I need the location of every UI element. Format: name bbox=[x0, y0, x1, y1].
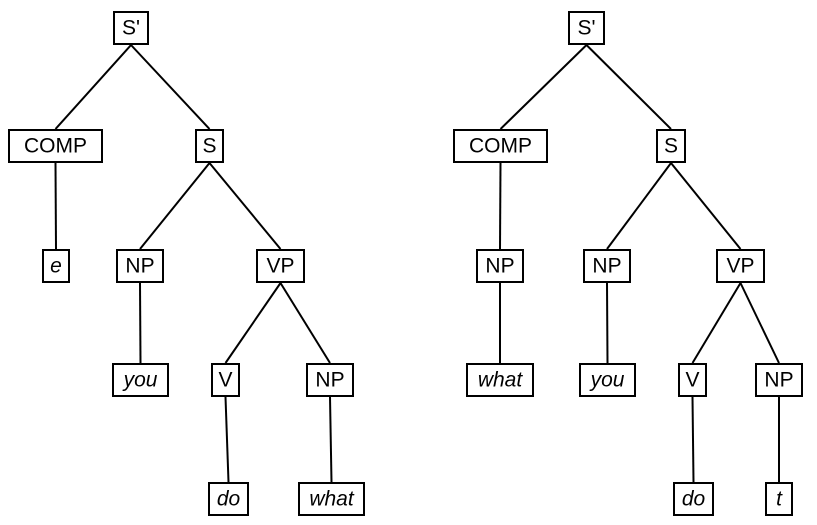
node-box-L-NP1 bbox=[116, 249, 164, 283]
tree-node-L-VP: VP bbox=[256, 249, 305, 283]
tree-node-R-V: V bbox=[678, 363, 707, 397]
node-label-L-e: e bbox=[50, 255, 62, 278]
tree-node-R-you: you bbox=[579, 363, 636, 397]
tree-edge-R-VP-to-R-NP2 bbox=[739, 282, 780, 364]
tree-edge-R-S-to-R-NP1 bbox=[606, 162, 672, 250]
node-label-R-you: you bbox=[589, 369, 625, 392]
node-label-R-V: V bbox=[685, 369, 699, 392]
tree-node-R-S: S bbox=[656, 129, 686, 163]
surface-structure-tree-nodes: S' COMP S NP NP VP what you V NP do t bbox=[453, 11, 803, 516]
node-box-R-S bbox=[656, 129, 686, 163]
tree-edge-L-Sbar-to-L-S bbox=[130, 44, 211, 130]
tree-edge-R-NP1-to-R-you bbox=[606, 282, 609, 364]
node-label-L-COMP: COMP bbox=[24, 135, 87, 158]
node-box-R-Sbar bbox=[568, 11, 605, 45]
tree-node-L-Sbar: S' bbox=[113, 11, 149, 45]
node-box-R-NP1 bbox=[583, 249, 631, 283]
tree-edge-L-NP2-to-L-what bbox=[329, 396, 333, 483]
node-label-L-you: you bbox=[122, 369, 158, 392]
node-label-R-do: do bbox=[682, 488, 706, 511]
tree-node-R-NP1: NP bbox=[583, 249, 631, 283]
node-box-R-do bbox=[673, 482, 714, 516]
node-label-L-NP1: NP bbox=[125, 255, 154, 278]
node-box-R-t bbox=[765, 482, 793, 516]
node-label-L-what: what bbox=[309, 488, 355, 511]
node-label-R-NP2: NP bbox=[764, 369, 793, 392]
tree-edge-L-COMP-to-L-e bbox=[54, 162, 57, 250]
tree-node-L-S: S bbox=[195, 129, 224, 163]
tree-edge-R-Sbar-to-R-COMP bbox=[499, 44, 588, 130]
node-box-L-S bbox=[195, 129, 224, 163]
tree-node-R-NP2: NP bbox=[755, 363, 803, 397]
tree-node-R-NP0: NP bbox=[476, 249, 524, 283]
deep-structure-tree-edges bbox=[54, 44, 333, 483]
node-box-R-you bbox=[579, 363, 636, 397]
node-box-L-e bbox=[42, 249, 70, 283]
node-box-R-COMP bbox=[453, 129, 548, 163]
tree-edge-L-NP1-to-L-you bbox=[139, 282, 142, 364]
node-label-R-what: what bbox=[478, 369, 524, 392]
tree-edge-L-Sbar-to-L-COMP bbox=[54, 44, 132, 130]
tree-node-R-Sbar: S' bbox=[568, 11, 605, 45]
tree-node-L-e: e bbox=[42, 249, 70, 283]
node-box-L-Sbar bbox=[113, 11, 149, 45]
tree-edge-R-VP-to-R-V bbox=[691, 282, 742, 364]
tree-edge-L-VP-to-L-V bbox=[224, 282, 282, 364]
tree-node-R-COMP: COMP bbox=[453, 129, 548, 163]
node-box-R-NP0 bbox=[476, 249, 524, 283]
tree-edges-layer bbox=[54, 44, 780, 483]
tree-node-L-what: what bbox=[298, 482, 365, 516]
tree-node-R-t: t bbox=[765, 482, 793, 516]
tree-edge-R-COMP-to-R-NP0 bbox=[499, 162, 502, 250]
node-box-L-NP2 bbox=[306, 363, 354, 397]
node-label-R-S: S bbox=[664, 135, 678, 158]
node-label-R-COMP: COMP bbox=[469, 135, 532, 158]
node-box-L-COMP bbox=[8, 129, 103, 163]
node-label-L-V: V bbox=[218, 369, 232, 392]
tree-edge-R-S-to-R-VP bbox=[670, 162, 742, 250]
node-label-R-Sbar: S' bbox=[577, 17, 595, 40]
node-label-R-NP0: NP bbox=[485, 255, 514, 278]
node-box-L-do bbox=[208, 482, 249, 516]
node-box-L-VP bbox=[256, 249, 305, 283]
tree-node-L-NP1: NP bbox=[116, 249, 164, 283]
tree-node-R-do: do bbox=[673, 482, 714, 516]
node-label-L-do: do bbox=[217, 488, 241, 511]
tree-node-R-VP: VP bbox=[716, 249, 765, 283]
tree-node-L-COMP: COMP bbox=[8, 129, 103, 163]
node-label-R-NP1: NP bbox=[592, 255, 621, 278]
tree-edge-R-V-to-R-do bbox=[691, 396, 695, 483]
tree-edge-L-VP-to-L-NP2 bbox=[279, 282, 331, 364]
node-box-L-you bbox=[112, 363, 169, 397]
tree-edge-L-S-to-L-VP bbox=[208, 162, 282, 250]
node-box-L-V bbox=[211, 363, 240, 397]
node-label-L-Sbar: S' bbox=[122, 17, 140, 40]
node-label-R-t: t bbox=[776, 488, 783, 511]
tree-node-L-NP2: NP bbox=[306, 363, 354, 397]
node-box-R-VP bbox=[716, 249, 765, 283]
tree-node-L-you: you bbox=[112, 363, 169, 397]
tree-edge-R-Sbar-to-R-S bbox=[585, 44, 672, 130]
tree-node-L-V: V bbox=[211, 363, 240, 397]
node-box-L-what bbox=[298, 482, 365, 516]
tree-edge-L-S-to-L-NP1 bbox=[139, 162, 211, 250]
node-box-R-what bbox=[466, 363, 534, 397]
tree-node-R-what: what bbox=[466, 363, 534, 397]
tree-node-L-do: do bbox=[208, 482, 249, 516]
node-label-R-VP: VP bbox=[726, 255, 754, 278]
node-box-R-NP2 bbox=[755, 363, 803, 397]
node-label-L-S: S bbox=[202, 135, 216, 158]
node-label-L-NP2: NP bbox=[315, 369, 344, 392]
tree-edge-L-V-to-L-do bbox=[224, 396, 230, 483]
node-box-R-V bbox=[678, 363, 707, 397]
surface-structure-tree-edges bbox=[499, 44, 780, 483]
node-label-L-VP: VP bbox=[266, 255, 294, 278]
